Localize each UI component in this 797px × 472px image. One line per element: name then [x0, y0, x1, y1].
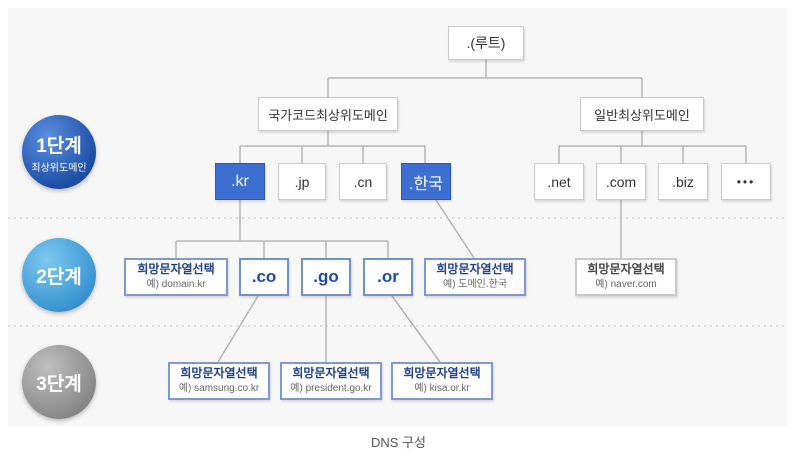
desc-example: 예) 도메인.한국	[442, 279, 508, 290]
stage-1-subtitle: 최상위도메인	[31, 162, 87, 174]
tld-more: •••	[721, 163, 771, 200]
tld-biz: .biz	[658, 163, 708, 200]
desc-title: 희망문자열선택	[180, 366, 258, 380]
sld-co: .co	[239, 258, 289, 296]
stage-1-badge: 1단계 최상위도메인	[22, 115, 96, 189]
kr-domain-desc: 희망문자열선택 예) domain.kr	[124, 258, 228, 296]
desc-title: 희망문자열선택	[403, 366, 481, 380]
desc-example: 예) naver.com	[595, 279, 657, 290]
desc-title: 희망문자열선택	[137, 262, 215, 276]
stage-2-number: 2단계	[36, 266, 82, 288]
connector	[217, 295, 259, 363]
stage-2-badge: 2단계	[22, 238, 96, 312]
connector	[435, 199, 475, 259]
stage-3-number: 3단계	[36, 373, 82, 395]
generic-tld-node: 일반최상위도메인	[580, 97, 704, 131]
tld-net: .net	[534, 163, 584, 200]
com-domain-desc: 희망문자열선택 예) naver.com	[575, 258, 677, 296]
root-node: .(루트)	[448, 26, 524, 60]
stage-3-badge: 3단계	[22, 345, 96, 419]
go-kr-desc: 희망문자열선택 예) president.go.kr	[280, 362, 382, 400]
or-kr-desc: 희망문자열선택 예) kisa.or.kr	[391, 362, 493, 400]
tld-cn: .cn	[339, 163, 387, 200]
desc-example: 예) kisa.or.kr	[414, 383, 470, 394]
country-code-tld-node: 국가코드최상위도메인	[258, 97, 398, 131]
desc-title: 희망문자열선택	[292, 366, 370, 380]
desc-example: 예) domain.kr	[146, 279, 206, 290]
desc-title: 희망문자열선택	[587, 262, 665, 276]
figure-caption: DNS 구성	[371, 435, 426, 450]
connector	[391, 295, 441, 363]
tld-kr: .kr	[215, 163, 265, 200]
co-kr-desc: 희망문자열선택 예) samsung.co.kr	[168, 362, 270, 400]
tld-jp: .jp	[278, 163, 326, 200]
tld-hangul: .한국	[401, 163, 451, 200]
desc-title: 희망문자열선택	[436, 262, 514, 276]
hangul-domain-desc: 희망문자열선택 예) 도메인.한국	[424, 258, 526, 296]
sld-or: .or	[363, 258, 413, 296]
tld-com: .com	[596, 163, 646, 200]
desc-example: 예) president.go.kr	[290, 383, 372, 394]
desc-example: 예) samsung.co.kr	[178, 383, 260, 394]
stage-1-number: 1단계	[36, 135, 82, 157]
sld-go: .go	[301, 258, 351, 296]
